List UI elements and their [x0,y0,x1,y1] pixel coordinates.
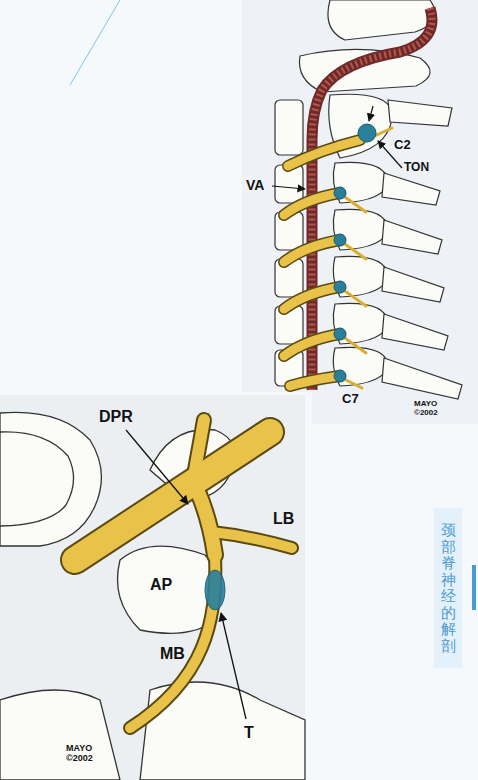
nerve-group [284,128,392,388]
nerve-fill [75,420,292,728]
spinous-process [382,220,442,254]
nerve-root [288,140,360,166]
copyright-mark: MAYO ©2002 [66,744,102,764]
part-label: MB [160,645,185,663]
vertebral-body [275,100,303,155]
illustration-panel [0,395,305,780]
nerve-outline [284,140,360,386]
leader-arrow [221,613,246,719]
nerve-fill [284,140,360,386]
articular-pillar [333,303,388,344]
medial-branch [130,555,215,728]
dorsal-ramus [342,289,366,306]
part-label: VA [246,178,264,193]
nerve-root [284,287,340,309]
nerve-root [290,376,340,386]
nerve-root [288,140,360,166]
leader-lines [126,430,246,719]
copyright-mark: MAYO ©2002 [414,400,444,418]
nerve-root [284,287,340,309]
vertebra-label: C2 [394,138,411,152]
vertebra-label: C7 [342,392,359,406]
nerve-root [284,334,340,356]
spinous-process [382,173,440,205]
bone-group [0,412,305,780]
nerve-branch [195,420,204,470]
vertebra-bone [0,690,120,780]
spinous-process [382,314,448,350]
facet-dot [334,328,346,340]
dorsal-ramus [342,195,366,212]
medial-branch [130,555,215,728]
facet-dot [334,370,346,382]
nerve-root [284,240,340,262]
part-label: AP [150,576,172,594]
accent-bar [472,565,476,610]
nerve-root [290,376,340,386]
articular-pillar [333,162,388,203]
skull-base [328,0,435,40]
facet-dot [334,234,346,246]
part-label: TON [404,161,429,174]
part-label: DPR [99,408,133,426]
leader-arrow [272,186,305,189]
articular-pillar [333,209,388,250]
spinous-process [382,267,444,302]
spinous-process [388,100,452,126]
articular-pillar [333,347,388,386]
nerve-outline [75,420,292,728]
nerve-root [284,193,340,215]
nerve-root [284,193,340,215]
vertical-title: 颈部脊神经的解剖 [441,522,456,654]
decor-line [70,0,120,85]
nerve-root [284,334,340,356]
vertebra-group [275,0,462,399]
facet-dot [334,187,346,199]
articular-pillar [333,256,388,297]
dorsal-ramus [198,492,215,555]
bone-contour [0,432,74,526]
lateral-branch [212,532,292,548]
dorsal-ramus [342,128,392,388]
lateral-branch [212,532,292,548]
leader-arrow [369,106,373,121]
nerve-contact-oval [205,570,225,610]
part-label: LB [273,510,294,528]
dorsal-ramus [342,336,366,353]
facet-dots [334,124,376,382]
facet-dot [334,281,346,293]
dorsal-ramus [342,242,366,259]
leader-lines [272,106,402,189]
title-panel: 颈部脊神经的解剖 [434,508,462,668]
nerve-group [75,420,292,728]
spinous-process [382,358,462,399]
leader-arrow [126,430,188,504]
dorsal-ramus [198,492,215,555]
nerve-root [284,240,340,262]
part-label: T [244,724,254,742]
vertebra-bone [0,412,101,546]
illustration-panel [242,0,478,424]
facet-dot [358,124,376,142]
